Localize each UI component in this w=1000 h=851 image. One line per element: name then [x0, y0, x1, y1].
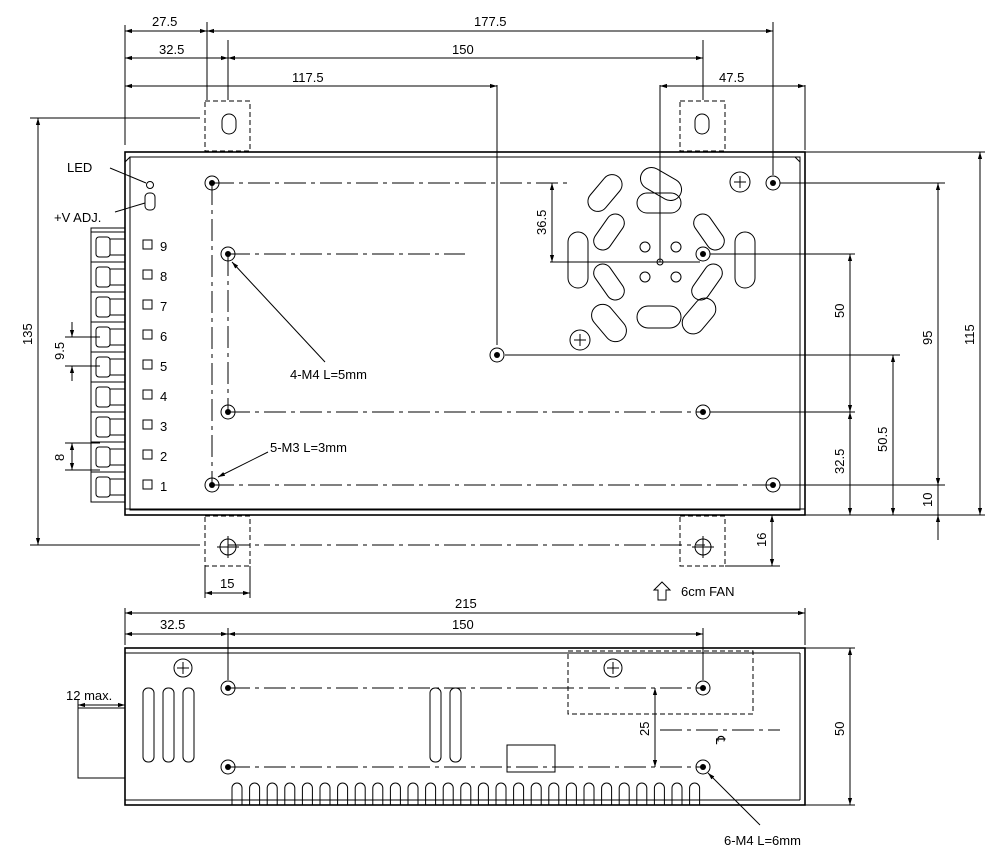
dim-115: 115	[962, 324, 977, 345]
side-vents-bottom	[231, 782, 701, 805]
mounting-ear-bottom-left	[204, 515, 251, 567]
side-screw-holes	[220, 680, 711, 775]
phillips-screw-icon	[569, 329, 591, 351]
dim-side-150: 150	[452, 617, 474, 632]
terminal-number: 9	[160, 239, 167, 254]
vent-slot	[495, 782, 507, 805]
vent-slot	[671, 782, 683, 805]
terminal-7[interactable]: 7	[91, 291, 167, 318]
led-label: LED	[67, 160, 92, 175]
terminal-1[interactable]: 1	[91, 471, 167, 498]
m4-side-label: 6-M4 L=6mm	[724, 833, 801, 848]
dim-177-5: 177.5	[474, 14, 507, 29]
vent-slot	[372, 782, 384, 805]
dim-135: 135	[20, 323, 35, 345]
mounting-ear-top-right	[679, 100, 726, 152]
vent-slot	[425, 782, 437, 805]
top-view: LED +V ADJ. 9 8 7 6 5 4 3 2 1 4-M4 L=5mm 5-M3 L=…	[20, 14, 985, 601]
terminal-side-block	[77, 707, 126, 779]
m3-screw-label: 5-M3 L=3mm	[270, 440, 347, 455]
housing-inner-outline	[129, 156, 801, 511]
terminal-5[interactable]: 5	[91, 351, 167, 378]
terminal-9[interactable]: 9	[91, 231, 167, 258]
terminal-block: 9 8 7 6 5 4 3 2 1	[90, 227, 167, 503]
vent-slot	[337, 782, 349, 805]
terminal-number: 8	[160, 269, 167, 284]
terminal-number: 1	[160, 479, 167, 494]
dim-12-max: 12 max.	[66, 688, 112, 703]
terminal-4[interactable]: 4	[91, 381, 167, 408]
terminal-number: 3	[160, 419, 167, 434]
side-vents-middle	[429, 687, 462, 763]
dim-215: 215	[455, 596, 477, 611]
led-indicator: LED	[67, 160, 154, 189]
dim-50-5: 50.5	[875, 427, 890, 452]
vent-slot	[301, 782, 313, 805]
vent-slot	[513, 782, 525, 805]
terminal-6[interactable]: 6	[91, 321, 167, 348]
side-view: ℄ 215 32.5 150 12 max. 25 50 6-M4 L=6mm	[66, 596, 855, 848]
side-vents-left	[142, 687, 195, 763]
dim-8: 8	[52, 454, 67, 461]
vent-slot	[548, 782, 560, 805]
dim-32-5: 32.5	[159, 42, 184, 57]
vent-slot	[530, 782, 542, 805]
vent-slot	[354, 782, 366, 805]
terminal-3[interactable]: 3	[91, 411, 167, 438]
fan-arrow-icon	[652, 581, 672, 601]
phillips-screw-icon	[173, 658, 193, 678]
dim-side-32-5: 32.5	[160, 617, 185, 632]
dim-95: 95	[920, 331, 935, 345]
v-adj-label: +V ADJ.	[54, 210, 101, 225]
dim-25: 25	[637, 722, 652, 736]
dim-47-5: 47.5	[719, 70, 744, 85]
vent-slot	[231, 782, 243, 805]
vent-slot	[266, 782, 278, 805]
dim-16: 16	[754, 533, 769, 547]
vent-slot	[284, 782, 296, 805]
terminal-number: 6	[160, 329, 167, 344]
vent-slot	[249, 782, 261, 805]
vent-slot	[565, 782, 577, 805]
vent-slot	[460, 782, 472, 805]
mounting-ear-bottom-right	[679, 515, 726, 567]
dim-9-5: 9.5	[52, 342, 67, 360]
dim-150: 150	[452, 42, 474, 57]
mounting-ear-top-left	[204, 100, 251, 152]
housing-outline	[124, 151, 806, 516]
terminal-2[interactable]: 2	[91, 441, 167, 468]
vent-slot	[442, 782, 454, 805]
vent-slot	[583, 782, 595, 805]
dim-117-5: 117.5	[292, 70, 324, 85]
terminal-number: 2	[160, 449, 167, 464]
dim-side-50: 50	[832, 722, 847, 736]
terminal-number: 5	[160, 359, 167, 374]
fan-grille	[550, 167, 756, 343]
vent-slot	[618, 782, 630, 805]
fan-label: 6cm FAN	[681, 584, 734, 599]
vent-slot	[319, 782, 331, 805]
dim-10: 10	[920, 493, 935, 507]
dim-36-5: 36.5	[534, 210, 549, 235]
vent-slot	[689, 782, 701, 805]
vent-slot	[389, 782, 401, 805]
dim-15: 15	[220, 576, 234, 591]
dim-27-5: 27.5	[152, 14, 177, 29]
centerline-symbol: ℄	[713, 735, 728, 745]
vent-slot	[407, 782, 419, 805]
m4-screw-label: 4-M4 L=5mm	[290, 367, 367, 382]
terminal-8[interactable]: 8	[91, 261, 167, 288]
v-adj-potentiometer[interactable]: +V ADJ.	[54, 192, 156, 225]
phillips-screw-icon	[603, 658, 623, 678]
dim-50: 50	[832, 304, 847, 318]
vent-slot	[653, 782, 665, 805]
dim-32-5-right: 32.5	[832, 449, 847, 474]
vent-slot	[636, 782, 648, 805]
vent-slot	[477, 782, 489, 805]
terminal-number: 4	[160, 389, 167, 404]
terminal-number: 7	[160, 299, 167, 314]
phillips-screw-icon	[729, 171, 751, 193]
vent-slot	[601, 782, 613, 805]
